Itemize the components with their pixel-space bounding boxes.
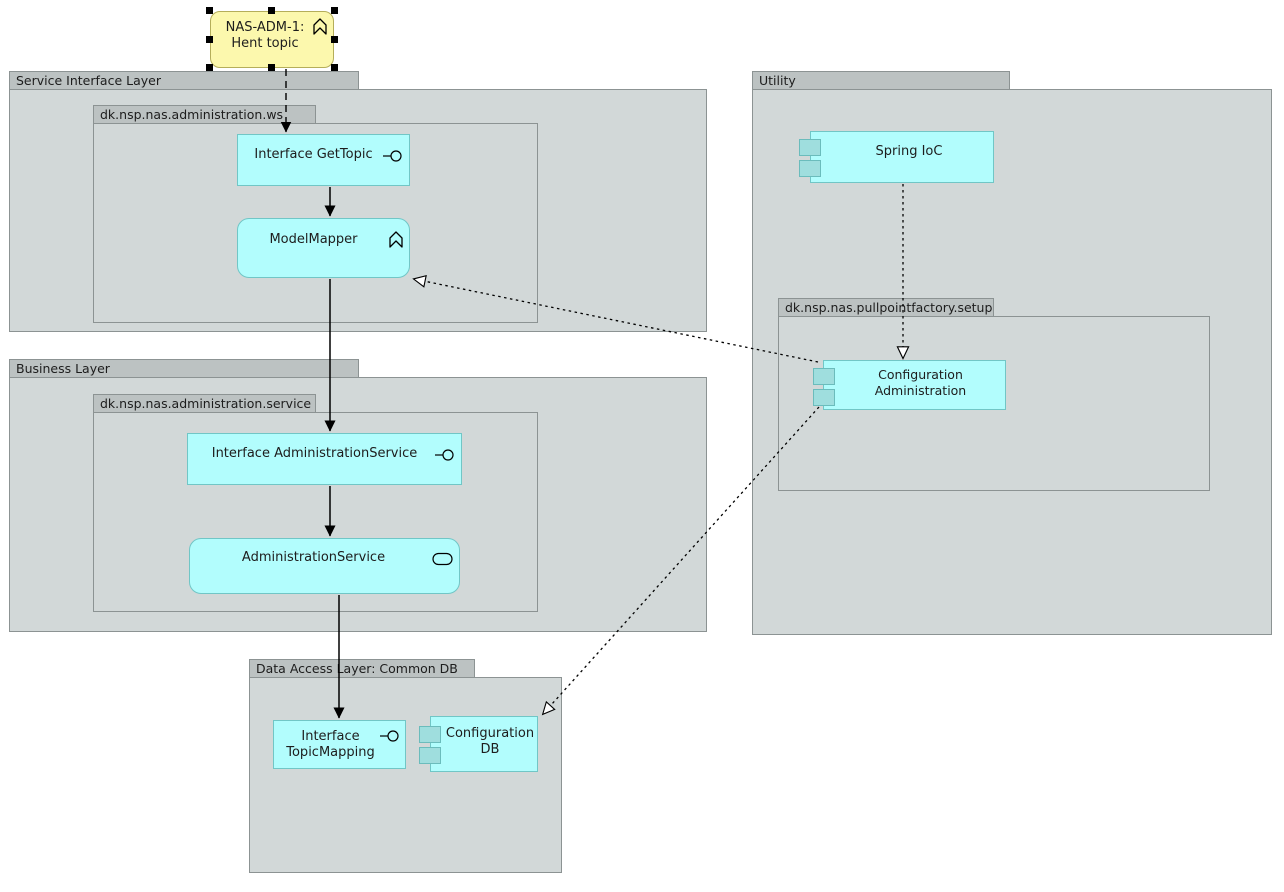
component-tabs-icon: [813, 389, 835, 406]
selection-handle-ne[interactable]: [331, 7, 338, 14]
lollipop-icon: [380, 730, 399, 742]
selection-handle-w[interactable]: [206, 36, 213, 43]
node-modelmapper-label: ModelMapper: [269, 232, 358, 247]
use-case-chevron-icon: [389, 231, 403, 248]
node-interface-administrationservice[interactable]: Interface AdministrationService: [187, 433, 462, 485]
use-case-chevron-icon: [313, 18, 327, 35]
component-tabs-icon: [799, 139, 821, 156]
component-tabs-icon: [813, 368, 835, 385]
selection-handle-s[interactable]: [268, 64, 275, 71]
node-interface-administrationservice-label: Interface AdministrationService: [211, 446, 418, 461]
node-spring-ioc-label: Spring IoC: [875, 144, 943, 159]
node-spring-ioc[interactable]: Spring IoC: [810, 131, 994, 183]
node-interface-gettopic[interactable]: Interface GetTopic: [237, 134, 410, 186]
component-tabs-icon: [799, 160, 821, 177]
selection-handle-e[interactable]: [331, 36, 338, 43]
rounded-rect-icon: [432, 552, 453, 566]
node-nas-adm-1-hent-topic[interactable]: NAS-ADM-1: Hent topic: [210, 11, 334, 68]
node-interface-topicmapping-label: Interface TopicMapping: [286, 729, 375, 760]
node-configuration-administration[interactable]: Configuration Administration: [823, 360, 1006, 410]
component-tabs-icon: [419, 747, 441, 764]
component-tabs-icon: [419, 726, 441, 743]
node-configuration-db[interactable]: Configuration DB: [430, 716, 538, 772]
layer-tab-business[interactable]: Business Layer: [9, 359, 359, 378]
selection-handle-se[interactable]: [331, 64, 338, 71]
lollipop-icon: [383, 150, 402, 162]
selection-handle-nw[interactable]: [206, 7, 213, 14]
package-tab-pullpointfactory-setup[interactable]: dk.nsp.nas.pullpointfactory.setup: [778, 298, 994, 317]
layer-tab-service-interface[interactable]: Service Interface Layer: [9, 71, 359, 90]
package-tab-administration-service[interactable]: dk.nsp.nas.administration.service: [93, 394, 316, 413]
layer-tab-utility[interactable]: Utility: [752, 71, 1010, 90]
node-administrationservice[interactable]: AdministrationService: [189, 538, 460, 594]
node-interface-topicmapping[interactable]: Interface TopicMapping: [273, 720, 406, 769]
node-administrationservice-label: AdministrationService: [241, 550, 386, 565]
lollipop-icon: [435, 449, 454, 461]
node-configuration-administration-label: Configuration Administration: [874, 367, 967, 398]
package-tab-administration-ws[interactable]: dk.nsp.nas.administration.ws: [93, 105, 316, 124]
node-nas-adm-1-label: NAS-ADM-1: Hent topic: [225, 20, 305, 51]
node-modelmapper[interactable]: ModelMapper: [237, 218, 410, 278]
selection-handle-n[interactable]: [268, 7, 275, 14]
node-configuration-db-label: Configuration DB: [445, 726, 535, 757]
layer-data-access[interactable]: [249, 677, 562, 873]
selection-handle-sw[interactable]: [206, 64, 213, 71]
layer-tab-data-access[interactable]: Data Access Layer: Common DB: [249, 659, 475, 678]
node-interface-gettopic-label: Interface GetTopic: [254, 147, 373, 162]
